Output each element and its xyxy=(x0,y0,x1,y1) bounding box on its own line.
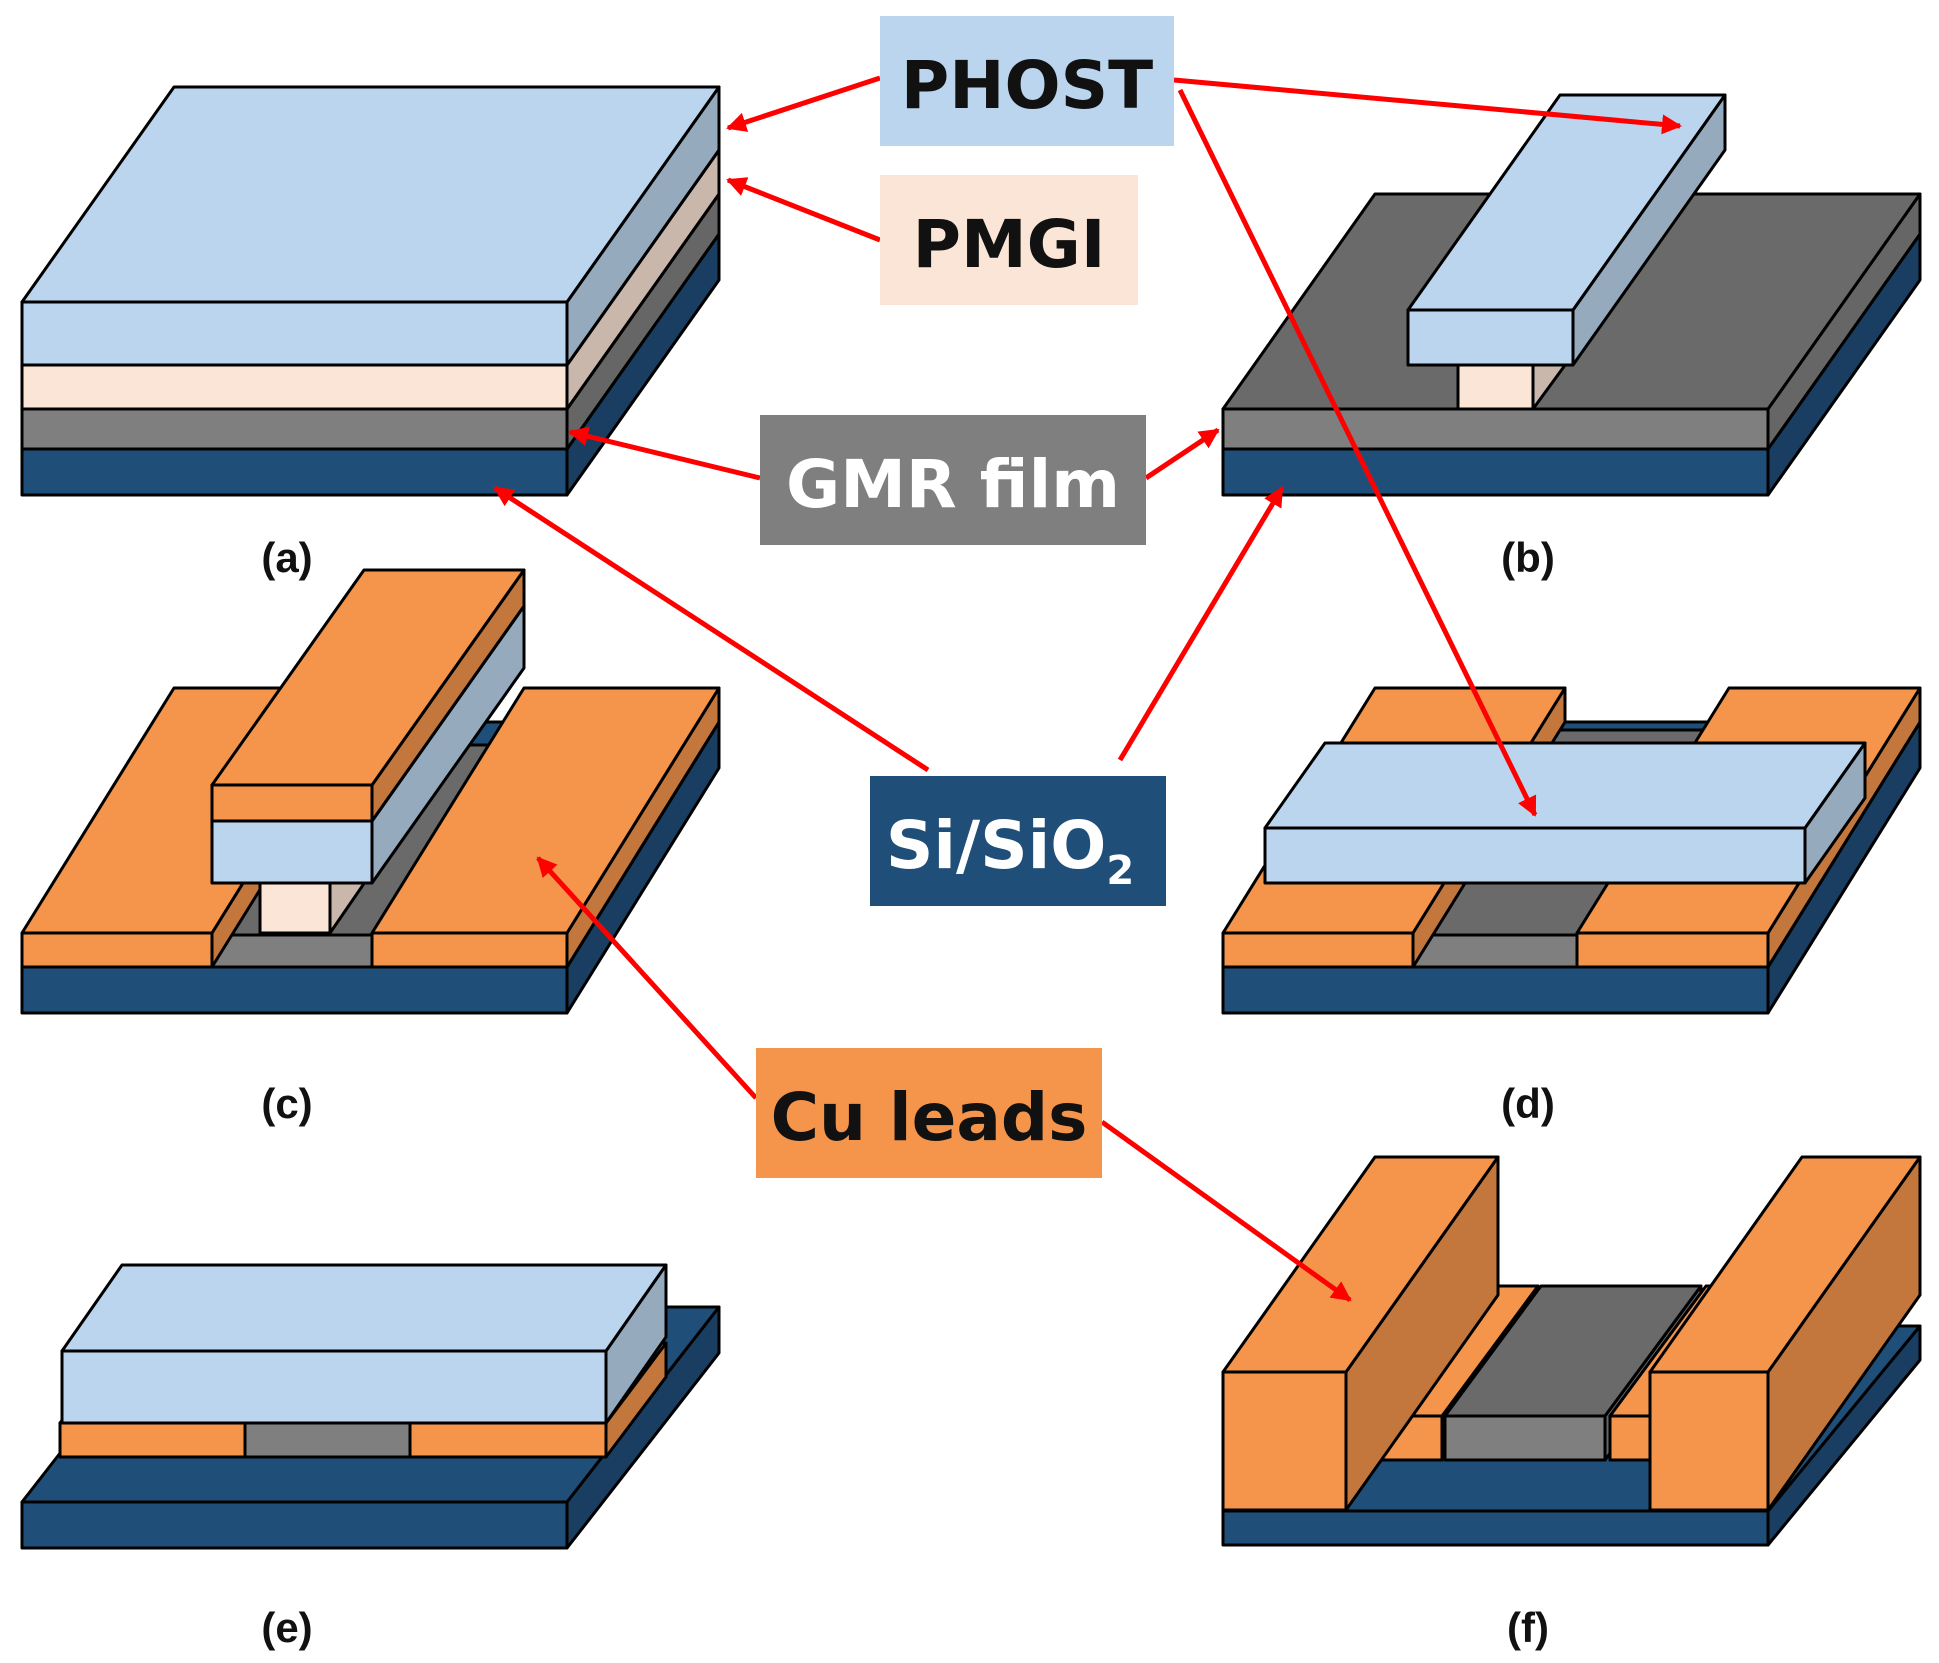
a-phost-layer-front xyxy=(20,300,569,367)
cu-leads-label: Cu leads xyxy=(756,1048,1102,1178)
cu-to-c-arrow xyxy=(536,856,758,1100)
pmgi-to-a-arrow xyxy=(726,177,881,243)
layer-blocks xyxy=(20,85,1922,1550)
a-pmgi-layer-front xyxy=(20,363,569,411)
phost-to-a-arrow xyxy=(726,75,881,132)
a-substrate-front xyxy=(20,447,569,497)
f-cu-left-block-front xyxy=(1221,1370,1348,1512)
panel-c-tag: (c) xyxy=(261,1080,312,1127)
panel-b-tag: (b) xyxy=(1501,534,1555,581)
c-phost-bar-front xyxy=(210,819,374,885)
pmgi-label: PMGI xyxy=(880,175,1138,305)
e-gmr-strip-front xyxy=(243,1421,412,1459)
b-pmgi-pillar-front xyxy=(1456,363,1535,411)
c-gmr-strip-front xyxy=(210,933,374,969)
d-substrate-front xyxy=(1221,965,1770,1015)
phost-label-text: PHOST xyxy=(901,47,1153,124)
gmr-film-label-text: GMR film xyxy=(786,446,1120,523)
e-phost-slab-top xyxy=(60,1263,668,1353)
d-gmr-strip-front xyxy=(1410,933,1579,969)
f-gmr-strip-front xyxy=(1443,1414,1607,1462)
panel-a-tag: (a) xyxy=(261,534,312,581)
e-substrate-front xyxy=(20,1500,569,1550)
pointer-arrows xyxy=(493,75,1682,1303)
gmr-film-label: GMR film xyxy=(760,415,1146,545)
f-cu-right-block-front xyxy=(1648,1370,1770,1512)
f-substrate-front xyxy=(1221,1509,1770,1547)
e-cu-right-front xyxy=(408,1421,608,1459)
d-cu-left-front xyxy=(1221,931,1415,969)
panel-d-tag: (d) xyxy=(1501,1080,1555,1127)
phost-to-d-arrow xyxy=(1177,88,1538,817)
c-cu-left-front xyxy=(20,931,214,969)
cu-to-f-arrow xyxy=(1100,1119,1352,1303)
b-gmr-film-front xyxy=(1221,407,1770,451)
cu-leads-label-text: Cu leads xyxy=(771,1079,1088,1156)
e-cu-left-front xyxy=(58,1421,247,1459)
d-phost-slab-top xyxy=(1263,741,1867,830)
d-cu-right-front xyxy=(1575,931,1770,969)
panel-f-tag: (f) xyxy=(1507,1604,1549,1651)
gmr-to-a-arrow xyxy=(568,426,761,481)
si-sio2-label: Si/SiO2 xyxy=(870,776,1166,906)
si-to-b-arrow xyxy=(1117,486,1285,762)
phost-to-b-arrow xyxy=(1173,77,1682,135)
c-pmgi-pillar-front xyxy=(258,881,332,935)
panel-e-tag: (e) xyxy=(261,1604,312,1651)
b-phost-bar-front xyxy=(1406,308,1575,367)
c-cu-top-front xyxy=(210,783,374,823)
a-gmr-layer-front xyxy=(20,407,569,451)
e-phost-slab-front xyxy=(60,1349,608,1425)
d-phost-slab-front xyxy=(1263,826,1807,885)
gmr-to-b-arrow xyxy=(1144,427,1220,481)
pmgi-label-text: PMGI xyxy=(913,206,1106,283)
c-cu-right-front xyxy=(370,931,569,969)
c-substrate-front xyxy=(20,965,569,1015)
si-sio2-label-text: Si/SiO2 xyxy=(886,807,1134,894)
b-substrate-front xyxy=(1221,447,1770,497)
si-to-a-arrow xyxy=(493,485,930,773)
phost-label: PHOST xyxy=(880,16,1174,146)
